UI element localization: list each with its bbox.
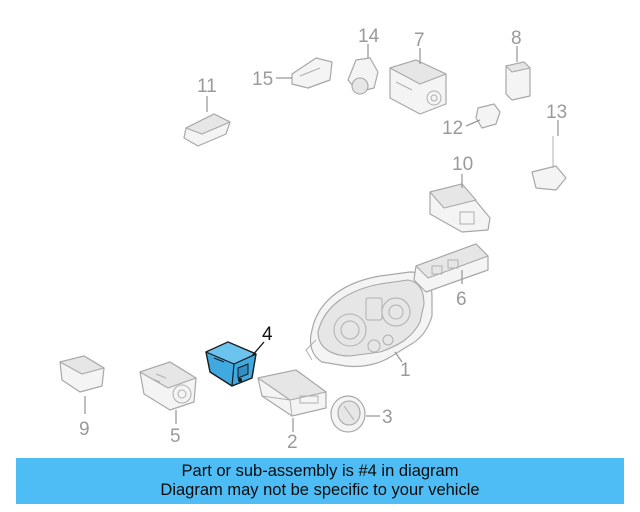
- part-12-clip[interactable]: [475, 103, 501, 129]
- part-5-headlight-switch[interactable]: [139, 361, 197, 411]
- callout-14[interactable]: 14: [358, 26, 380, 47]
- part-6-switch-panel[interactable]: [413, 243, 489, 293]
- part-8-small-switch[interactable]: [505, 61, 531, 101]
- part-2-control-module[interactable]: [257, 369, 327, 417]
- part-13-sensor[interactable]: [531, 136, 567, 191]
- callout-3[interactable]: 3: [382, 407, 393, 428]
- callout-4-leader: [251, 341, 265, 357]
- callout-10[interactable]: 10: [452, 154, 473, 175]
- callout-13[interactable]: 13: [546, 102, 567, 123]
- callout-2[interactable]: 2: [287, 432, 298, 453]
- part-1-instrument-cluster[interactable]: [305, 271, 433, 368]
- callout-6[interactable]: 6: [456, 289, 467, 310]
- callout-1[interactable]: 1: [400, 360, 411, 381]
- banner-line-2: Diagram may not be specific to your vehi…: [160, 481, 480, 499]
- part-3-round-sensor[interactable]: [330, 395, 366, 433]
- callout-15[interactable]: 15: [252, 69, 273, 90]
- part-14-round-switch[interactable]: [347, 57, 379, 95]
- callout-12[interactable]: 12: [442, 118, 463, 139]
- info-banner: Part or sub-assembly is #4 in diagram Di…: [16, 458, 624, 504]
- callout-4[interactable]: 4: [262, 324, 273, 345]
- part-7-switch-block[interactable]: [389, 59, 447, 115]
- part-9-small-switch[interactable]: [59, 355, 105, 393]
- callout-8[interactable]: 8: [511, 28, 522, 49]
- part-11-button[interactable]: [183, 113, 231, 147]
- banner-line-1: Part or sub-assembly is #4 in diagram: [181, 462, 459, 480]
- callout-11[interactable]: 11: [197, 76, 217, 97]
- callout-12-leader: [465, 119, 481, 127]
- callout-1-leader: [394, 351, 403, 363]
- part-15-connector[interactable]: [291, 57, 333, 89]
- part-10-module[interactable]: [429, 183, 491, 233]
- callout-7[interactable]: 7: [414, 30, 425, 51]
- part-4-switch-highlighted[interactable]: [205, 341, 257, 387]
- callout-9[interactable]: 9: [79, 419, 90, 440]
- callout-5[interactable]: 5: [170, 426, 181, 447]
